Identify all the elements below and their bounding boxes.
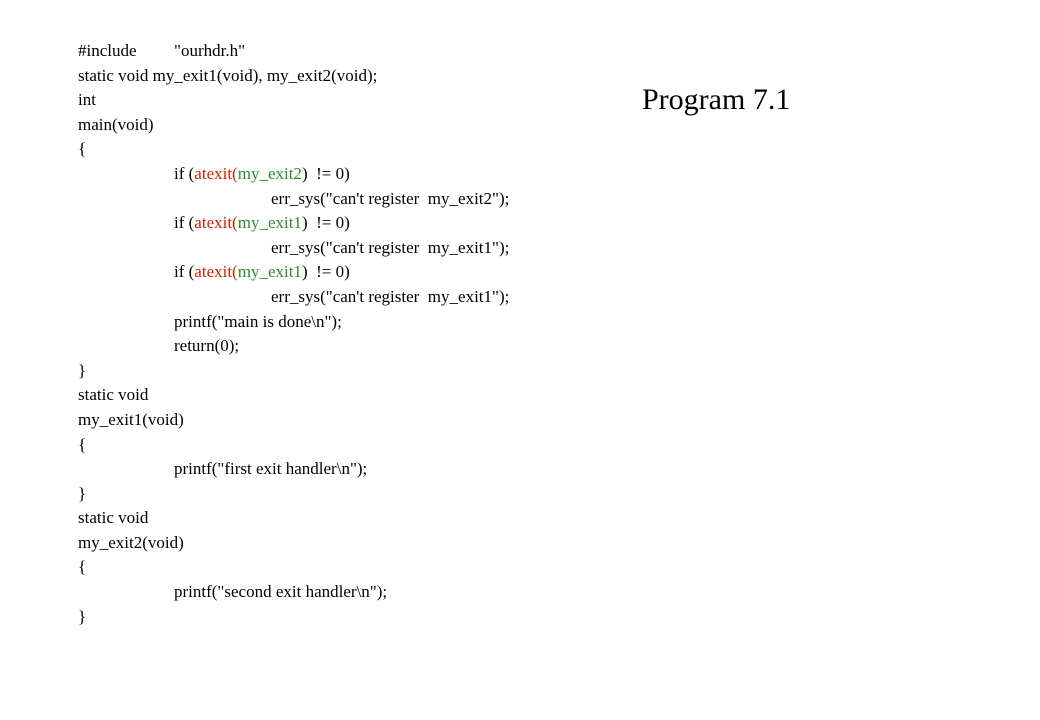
code-line-err-sys: err_sys("can't register my_exit2"); [271, 188, 510, 208]
code-line-close-brace: } [78, 606, 87, 626]
declaration-prefix: static void [78, 65, 149, 85]
code-line-printf-exit1: printf("first exit handler\n"); [174, 459, 368, 479]
code-line-main-type: int [78, 90, 96, 110]
code-line-err-sys: err_sys("can't register my_exit1"); [271, 237, 510, 257]
code-line-open-brace: { [78, 434, 87, 454]
include-directive: #include [78, 41, 137, 60]
code-line-printf-main: printf("main is done\n"); [174, 311, 342, 331]
declaration-rest: my_exit1(void), my_exit2(void); [152, 65, 378, 85]
code-line-open-brace: { [78, 557, 87, 577]
code-listing: #include "ourhdr.h" static void my_exit1(… [78, 39, 509, 629]
if-keyword: if ( [174, 213, 195, 233]
code-line-exit1-signature: my_exit1(void) [78, 409, 184, 429]
if-keyword: if ( [174, 262, 195, 282]
code-line-err-sys: err_sys("can't register my_exit1"); [271, 286, 510, 306]
code-line-atexit-call: if (atexit(my_exit1) != 0) [78, 211, 509, 236]
code-line-close-brace: } [78, 360, 87, 380]
code-line-printf-exit2: printf("second exit handler\n"); [174, 582, 388, 602]
code-line-static-void: static void [78, 385, 149, 405]
atexit-argument: my_exit1 [237, 262, 302, 282]
code-line-declaration: static void my_exit1(void), my_exit2(voi… [78, 64, 509, 89]
atexit-function: atexit( [194, 213, 238, 233]
atexit-argument: my_exit1 [237, 213, 302, 233]
atexit-function: atexit( [194, 262, 238, 282]
code-line-include: #include "ourhdr.h" [78, 39, 509, 64]
comparison: ) != 0) [301, 213, 350, 233]
code-line-exit2-signature: my_exit2(void) [78, 532, 184, 552]
atexit-argument: my_exit2 [237, 163, 302, 183]
code-line-static-void: static void [78, 508, 149, 528]
code-line-atexit-call: if (atexit(my_exit2) != 0) [78, 162, 509, 187]
code-line-atexit-call: if (atexit(my_exit1) != 0) [78, 260, 509, 285]
code-line-close-brace: } [78, 483, 87, 503]
comparison: ) != 0) [301, 262, 350, 282]
if-keyword: if ( [174, 163, 195, 183]
atexit-function: atexit( [194, 163, 238, 183]
comparison: ) != 0) [301, 163, 350, 183]
code-line-return: return(0); [174, 336, 240, 356]
code-line-open-brace: { [78, 139, 87, 159]
include-file: "ourhdr.h" [174, 41, 246, 60]
code-line-main-signature: main(void) [78, 114, 154, 134]
slide-title: Program 7.1 [642, 83, 791, 116]
